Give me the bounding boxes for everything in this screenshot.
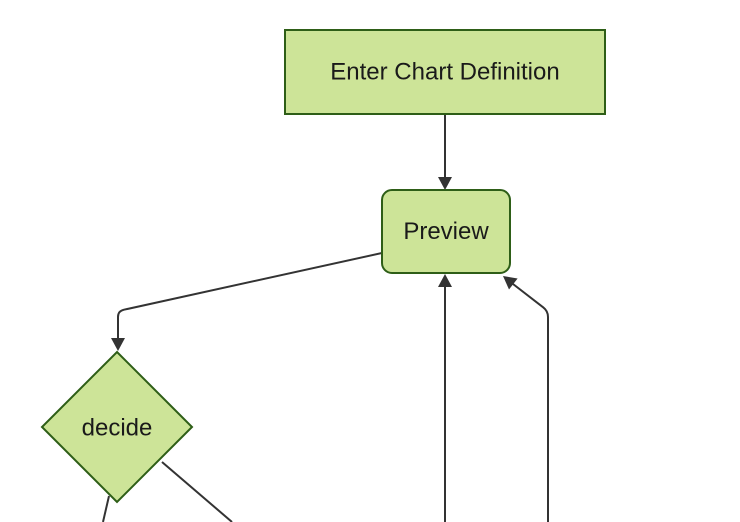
node-label: Preview	[403, 218, 489, 245]
node-preview: Preview	[381, 189, 511, 274]
arrowhead-up-left-icon	[503, 276, 518, 290]
edge-line	[512, 283, 549, 522]
edge-enter-to-preview	[438, 114, 452, 190]
node-enter-chart-definition: Enter Chart Definition	[284, 29, 606, 115]
edge-preview-to-decide	[111, 252, 383, 351]
rectangle-shape	[284, 29, 606, 115]
edge-bottom-to-preview-left	[438, 274, 452, 522]
node-label: Enter Chart Definition	[330, 59, 559, 86]
edge-decide-to-bottom-right	[161, 461, 233, 522]
diamond-shape	[40, 350, 194, 504]
arrowhead-down-icon	[111, 338, 125, 351]
node-decide: decide	[40, 350, 194, 504]
edge-bottom-to-preview-right	[503, 276, 549, 522]
edge-decide-to-bottom-left	[102, 495, 110, 522]
arrowhead-up-icon	[438, 274, 452, 287]
rounded-rectangle-shape	[381, 189, 511, 274]
edge-line	[117, 252, 383, 338]
node-label: decide	[82, 415, 153, 442]
arrowhead-down-icon	[438, 177, 452, 190]
